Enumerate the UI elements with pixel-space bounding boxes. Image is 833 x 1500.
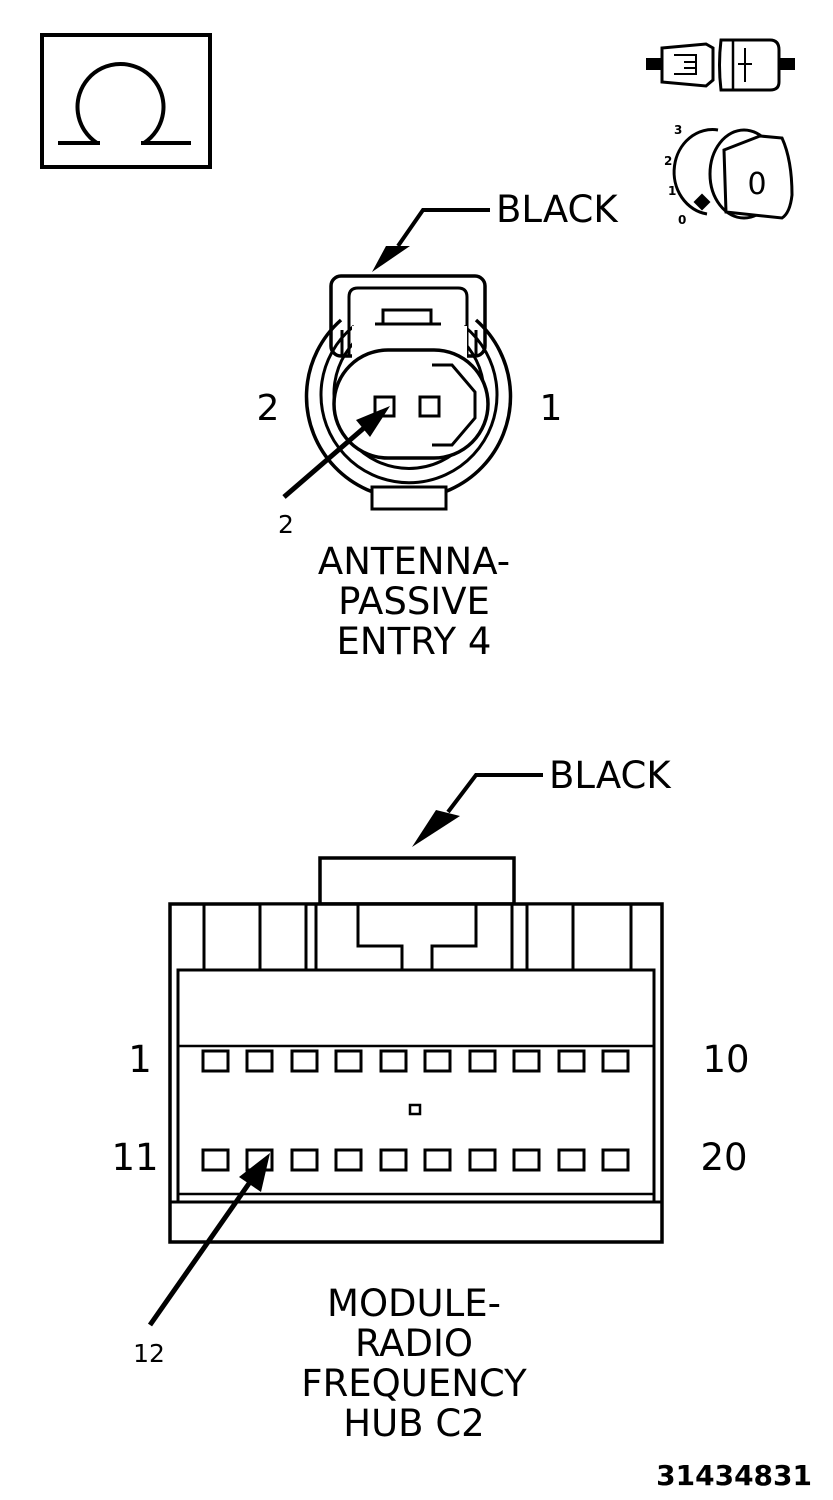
key-position-2: 2 — [664, 154, 672, 168]
terminal-row-1 — [201, 1049, 630, 1073]
terminal-row-2 — [201, 1148, 630, 1172]
top-connector-name-line-2: PASSIVE — [338, 580, 490, 623]
connector-antenna-passive-entry: BLACK 2 1 2 ANTENNA- PASSIVE ENTRY 4 — [257, 188, 620, 663]
row1-start-label: 1 — [128, 1038, 152, 1081]
ignition-key-icon: 3 2 1 0 0 — [664, 123, 794, 227]
key-letter: 0 — [747, 167, 766, 202]
row2-end-label: 20 — [700, 1136, 747, 1179]
bottom-callout-pin-label: 12 — [133, 1339, 165, 1368]
bottom-connector-name-line-3: FREQUENCY — [301, 1362, 527, 1405]
connector-module-rf-hub-c2: BLACK — [111, 754, 749, 1445]
bottom-connector-name-line-2: RADIO — [355, 1322, 473, 1365]
top-pin-label-left: 2 — [257, 388, 280, 429]
row1-end-label: 10 — [702, 1038, 749, 1081]
top-color-label: BLACK — [496, 188, 619, 231]
ohm-symbol — [40, 33, 212, 169]
top-connector-name-line-1: ANTENNA- — [318, 540, 510, 583]
key-position-1: 1 — [668, 184, 676, 198]
top-terminal-1 — [418, 395, 441, 418]
top-connector-name-line-3: ENTRY 4 — [337, 620, 492, 663]
row2-start-label: 11 — [111, 1136, 158, 1179]
bottom-connector-name-line-1: MODULE- — [327, 1282, 501, 1325]
figure-number: 31434831 — [656, 1459, 812, 1492]
bottom-connector-name-line-4: HUB C2 — [343, 1402, 484, 1445]
key-position-3: 3 — [674, 123, 682, 137]
bottom-color-label: BLACK — [549, 754, 672, 797]
key-position-0: 0 — [678, 213, 686, 227]
connector-icon — [646, 38, 795, 92]
top-callout-pin-label: 2 — [278, 510, 294, 539]
top-pin-label-right: 1 — [540, 388, 563, 429]
